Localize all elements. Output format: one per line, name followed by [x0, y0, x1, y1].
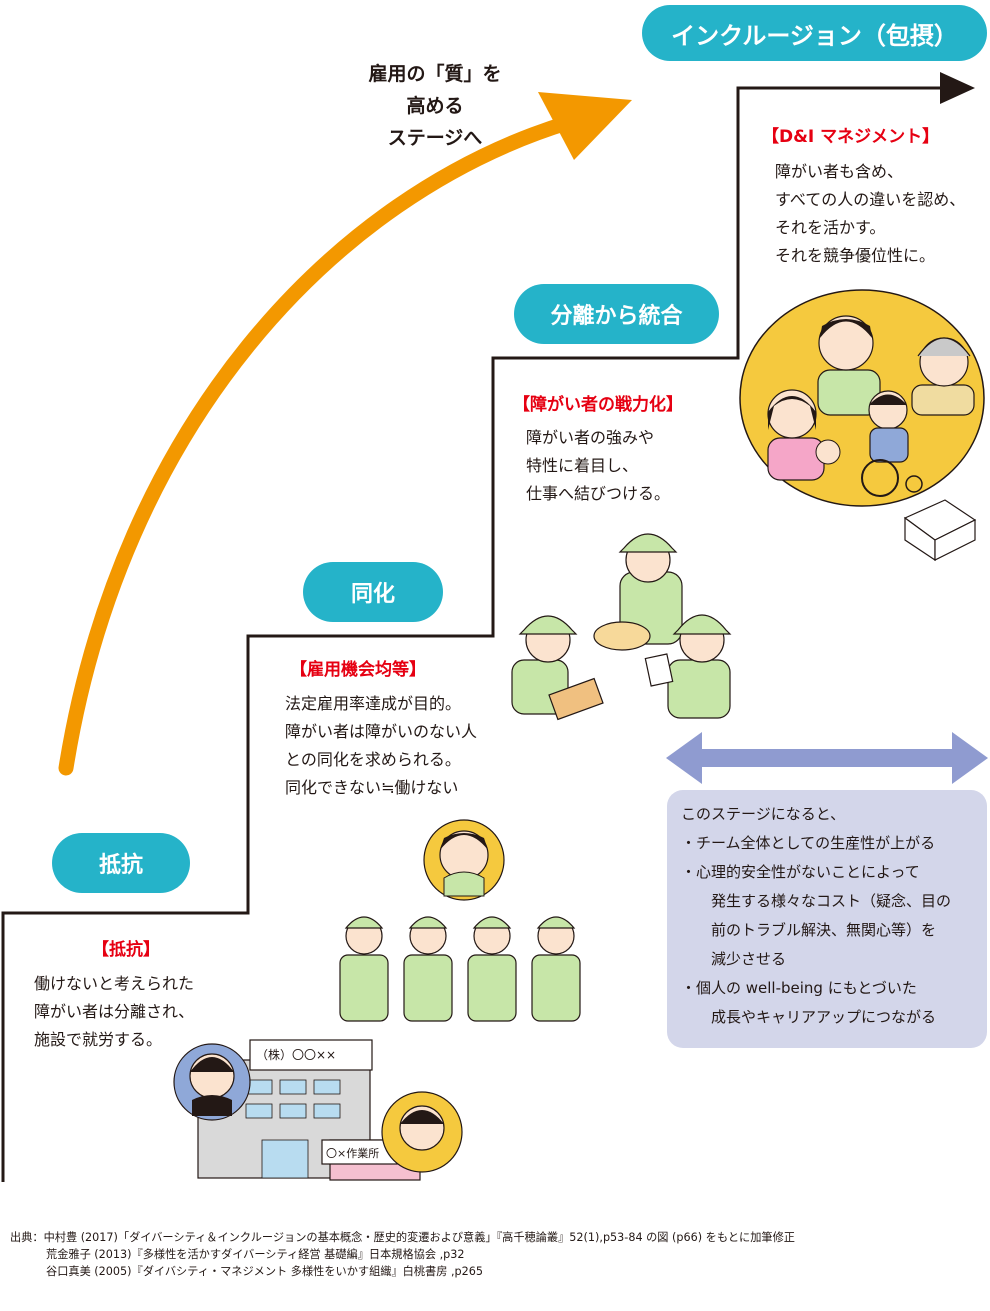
integration-text: 障がい者の強みや 特性に着目し、 仕事へ結びつける。 — [526, 424, 670, 508]
source-line: 中村豊 (2017)「ダイバーシティ＆インクルージョンの基本概念・歴史的変遷およ… — [43, 1231, 795, 1244]
benefit-item: ・チーム全体としての生産性が上がる — [681, 834, 936, 852]
goal-line-1: 雇用の「質」を — [368, 63, 502, 85]
benefit-item: ・個人の well-being にもとづいた — [681, 979, 917, 997]
resist-line: 働けないと考えられた — [34, 974, 195, 993]
stair-line — [1, 86, 945, 1182]
benefit-item-cont: 発生する様々なコスト（疑念、目の — [711, 892, 952, 910]
integration-pill: 分離から統合 — [514, 284, 719, 344]
workshop-sign: 〇×作業所 — [326, 1147, 380, 1160]
company-sign: （株）〇〇×× — [256, 1048, 337, 1062]
resist-line: 施設で就労する。 — [34, 1030, 163, 1049]
integration-line: 障がい者の強みや — [526, 428, 655, 447]
resist-text: 働けないと考えられた 障がい者は分離され、 施設で就労する。 — [34, 970, 194, 1054]
resist-pill: 抵抗 — [52, 833, 190, 893]
assimilation-heading: 【雇用機会均等】 — [290, 660, 426, 680]
assimilation-line: 同化できない≒働けない — [285, 778, 459, 797]
resist-heading: 【抵抗】 — [92, 940, 160, 960]
assimilation-line: 障がい者は障がいのない人 — [285, 722, 478, 741]
source-label: 出典： — [10, 1231, 44, 1244]
benefit-item-cont: 減少させる — [711, 950, 787, 968]
benefit-intro: このステージになると、 — [681, 805, 846, 823]
resist-illustration — [173, 1039, 463, 1181]
inclusion-illustration — [739, 289, 985, 562]
dni-line: すべての人の違いを認め、 — [775, 190, 966, 209]
assimilation-line: 法定雇用率達成が目的。 — [285, 694, 462, 713]
assimilation-text: 法定雇用率達成が目的。 障がい者は障がいのない人 との同化を求められる。 同化で… — [285, 690, 477, 802]
inclusion-pill: インクルージョン（包摂） — [642, 5, 987, 61]
resist-line: 障がい者は分離され、 — [34, 1002, 195, 1021]
dni-line: 障がい者も含め、 — [775, 162, 904, 181]
goal-text: 雇用の「質」を 高める ステージへ — [320, 58, 550, 154]
goal-line-3: ステージへ — [387, 127, 483, 149]
double-arrow — [666, 732, 988, 784]
dni-line: それを競争優位性に。 — [775, 246, 936, 265]
stair-arrowhead — [940, 72, 975, 104]
source-citation: 出典：中村豊 (2017)「ダイバーシティ＆インクルージョンの基本概念・歴史的変… — [10, 1229, 795, 1280]
goal-line-2: 高める — [406, 95, 464, 117]
integration-line: 仕事へ結びつける。 — [526, 484, 671, 503]
assimilation-pill: 同化 — [303, 562, 443, 622]
benefit-item-cont: 成長やキャリアアップにつながる — [711, 1008, 937, 1026]
benefits-box: このステージになると、 ・チーム全体としての生産性が上がる ・心理的安全性がない… — [667, 790, 987, 1048]
source-line: 荒金雅子 (2013)『多様性を活かすダイバーシティ経営 基礎編』日本規格協会 … — [46, 1248, 465, 1261]
dni-text: 障がい者も含め、 すべての人の違いを認め、 それを活かす。 それを競争優位性に。 — [775, 158, 965, 270]
assimilation-line: との同化を求められる。 — [285, 750, 461, 769]
growth-arrow — [58, 92, 632, 776]
integration-line: 特性に着目し、 — [526, 456, 639, 475]
dni-line: それを活かす。 — [775, 218, 886, 237]
benefit-item: ・心理的安全性がないことによって — [681, 863, 920, 881]
dni-heading: 【D&I マネジメント】 — [762, 127, 940, 147]
source-line: 谷口真美 (2005)『ダイバシティ・マネジメント 多様性をいかす組織』白桃書房… — [46, 1265, 483, 1278]
benefit-item-cont: 前のトラブル解決、無関心等）を — [711, 921, 937, 939]
integration-heading: 【障がい者の戦力化】 — [513, 395, 683, 415]
assimilation-illustration — [339, 819, 581, 1022]
integration-illustration — [511, 533, 732, 721]
